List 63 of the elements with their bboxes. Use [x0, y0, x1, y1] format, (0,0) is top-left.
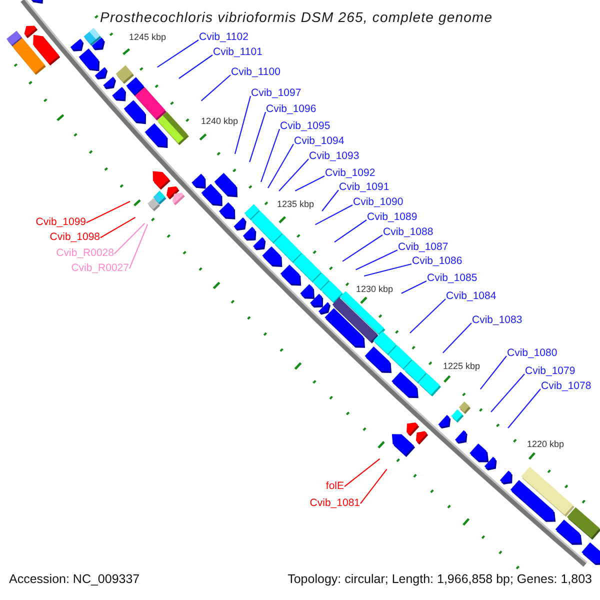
- scale-label: 1220 kbp: [527, 439, 564, 450]
- leader-line: [278, 158, 309, 192]
- accession-text: Accession: NC_009337: [9, 572, 140, 586]
- leader-line: [178, 54, 213, 79]
- scale-label: 1240 kbp: [201, 116, 238, 126]
- gene-label: Cvib_1092: [325, 167, 376, 180]
- gene-label: Cvib_1095: [280, 120, 330, 132]
- leader-line: [442, 322, 472, 354]
- leader-line: [334, 220, 367, 243]
- gene-label: Cvib_1087: [398, 241, 448, 254]
- gene-label: Cvib_1100: [231, 66, 280, 78]
- gene-label: Cvib_1091: [339, 181, 390, 194]
- leader-line: [114, 223, 146, 254]
- leader-line: [490, 374, 525, 412]
- leader-line: [480, 356, 507, 390]
- leader-line: [294, 176, 325, 192]
- leader-line: [410, 298, 446, 334]
- gene-label: Cvib_1083: [472, 314, 522, 326]
- gene-label: Cvib_1102: [199, 31, 248, 44]
- scale-label: 1245 kbp: [129, 32, 166, 42]
- genome-summary-text: Topology: circular; Length: 1,966,858 bp; Genes: 1,803: [288, 572, 592, 586]
- leader-line: [342, 234, 383, 262]
- gene-label: Cvib_1081: [310, 497, 360, 510]
- gene-label: Cvib_1094: [294, 135, 344, 148]
- leader-line: [356, 250, 398, 270]
- leader-line: [129, 224, 148, 269]
- leader-line: [322, 190, 339, 212]
- leader-line: [344, 458, 380, 488]
- leader-line: [508, 388, 541, 428]
- leader-line: [360, 468, 388, 504]
- leader-line: [401, 280, 427, 294]
- scale-label: 1235 kbp: [277, 199, 314, 210]
- leader-line: [234, 96, 252, 154]
- gene-label: Cvib_1097: [251, 87, 302, 100]
- leader-line: [268, 144, 294, 188]
- leader-line: [157, 40, 199, 68]
- scale-label: 1225 kbp: [443, 361, 480, 372]
- leader-line: [260, 128, 280, 182]
- leader-line: [249, 112, 266, 162]
- gene-label: Cvib_1078: [541, 380, 592, 392]
- map-title: Prosthecochloris vibrioformis DSM 265, complete genome: [100, 9, 493, 26]
- gene-label: Cvib_R0027: [71, 262, 129, 274]
- scale-label: 1230 kbp: [356, 284, 394, 294]
- gene-label: Cvib_1096: [266, 103, 316, 116]
- leader-line: [314, 204, 353, 226]
- leader-line: [100, 216, 136, 238]
- gene-label: Cvib_1088: [383, 226, 434, 238]
- gene-label: Cvib_R0028: [56, 247, 114, 260]
- gene-label: Cvib_1084: [446, 290, 496, 302]
- gene-label: folE: [326, 480, 344, 492]
- gene-label: Cvib_1089: [367, 211, 418, 224]
- gene-label: Cvib_1079: [525, 365, 576, 378]
- gene-label: Cvib_1090: [353, 196, 404, 208]
- gene-label: Cvib_1086: [412, 255, 462, 268]
- gene-label: Cvib_1093: [309, 150, 360, 162]
- leader-line: [86, 200, 130, 224]
- gene-label: Cvib_1101: [213, 46, 262, 58]
- gene-label: Cvib_1098: [50, 231, 100, 244]
- gene-label: Cvib_1080: [507, 347, 558, 360]
- leader-line: [364, 263, 412, 277]
- leader-line: [200, 74, 231, 102]
- gene-label: Cvib_1085: [427, 272, 478, 284]
- gene-label: Cvib_1099: [36, 216, 86, 228]
